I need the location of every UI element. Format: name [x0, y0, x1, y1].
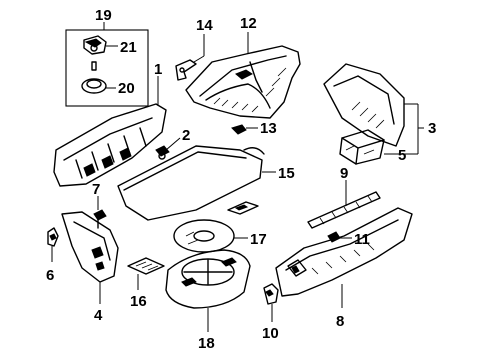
- small-pad: [227, 201, 259, 215]
- part-14-bracket: [175, 34, 205, 81]
- callout-1: 1: [154, 61, 162, 78]
- part-7-clip: [93, 196, 107, 229]
- part-18-spare-tub: [165, 249, 251, 332]
- callout-19: 19: [95, 7, 112, 24]
- part-17-spare-cover: [173, 219, 248, 253]
- callout-14: 14: [196, 17, 213, 34]
- part-3-side-trim-right: [323, 63, 424, 154]
- part-13-clip: [231, 124, 258, 135]
- callout-15: 15: [278, 165, 295, 182]
- part-16-plate: [127, 257, 165, 290]
- callout-13: 13: [260, 120, 277, 137]
- callout-21: 21: [120, 39, 137, 56]
- part-8-side-trim-lower: [275, 207, 413, 308]
- callout-20: 20: [118, 80, 135, 97]
- part-10-clip: [263, 283, 279, 322]
- part-12-rear-shelf-panel: [185, 32, 301, 119]
- callout-5: 5: [398, 147, 406, 164]
- callout-11: 11: [354, 231, 370, 248]
- callout-10: 10: [262, 325, 279, 342]
- part-6-clip: [47, 227, 59, 262]
- part-5-box: [339, 129, 418, 165]
- part-1-rear-panel-trim: [53, 76, 167, 187]
- callout-18: 18: [198, 335, 215, 352]
- callout-12: 12: [240, 15, 257, 32]
- part-9-strap: [307, 180, 381, 229]
- callout-7: 7: [92, 181, 100, 198]
- callout-16: 16: [130, 293, 147, 310]
- part-2-clip: [155, 137, 181, 160]
- callout-17: 17: [250, 231, 267, 248]
- callout-3: 3: [428, 120, 436, 137]
- callout-6: 6: [46, 267, 54, 284]
- part-4-side-trim: [61, 211, 119, 304]
- part-15-trunk-mat: [117, 145, 276, 221]
- detail-inset-box: [65, 22, 149, 107]
- callout-4: 4: [94, 307, 103, 324]
- callout-9: 9: [340, 165, 348, 182]
- callout-2: 2: [182, 127, 190, 144]
- part-20-grommet: [81, 61, 116, 94]
- part-21-clip: [83, 35, 118, 55]
- callout-8: 8: [336, 313, 344, 330]
